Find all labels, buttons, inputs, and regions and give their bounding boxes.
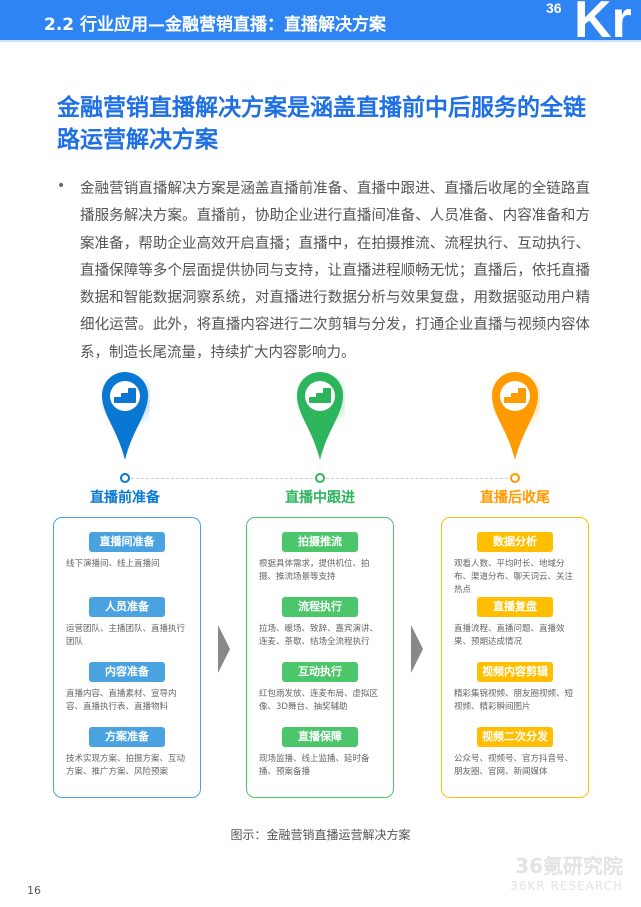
- item-description: 拉场、暖场、致辞、嘉宾演讲、连麦、茶歇、结场全流程执行: [259, 624, 379, 647]
- stage-box: 拍摄推流 根据具体需求，提供机位、拍摄、推流场景等支持 流程执行 拉场、暖场、致…: [246, 517, 394, 798]
- stage-item: 视频二次分发 公众号、视频号、官方抖音号、朋友圈、官网、新闻媒体: [442, 727, 588, 792]
- arrow-right-icon: [411, 625, 423, 673]
- item-description: 运营团队、主播团队、直播执行团队: [66, 624, 186, 647]
- stage-box: 直播间准备 线下演播间、线上直播间 人员准备 运营团队、主播团队、直播执行团队 …: [53, 517, 201, 798]
- item-description: 直播内容、直播素材、宣导内容、直播执行表、直播物料: [66, 689, 177, 712]
- page-title: 金融营销直播解决方案是涵盖直播前中后服务的全链路运营解决方案: [57, 95, 586, 153]
- item-description: 观看人数、平均时长、地域分布、渠道分布、聊天词云、关注热点: [454, 559, 574, 595]
- arrow-right-icon: [218, 625, 230, 673]
- body-paragraph: 金融营销直播解决方案是涵盖直播前准备、直播中跟进、直播后收尾的全链路直播服务解决…: [80, 181, 590, 361]
- stage-item: 流程执行 拉场、暖场、致辞、嘉宾演讲、连麦、茶歇、结场全流程执行: [247, 597, 393, 662]
- item-tag: 视频内容剪辑: [477, 662, 553, 682]
- stage-item: 内容准备 直播内容、直播素材、宣导内容、直播执行表、直播物料: [54, 662, 200, 727]
- watermark: 36氪研究院 36KR RESEARCH: [510, 854, 623, 893]
- item-tag: 互动执行: [282, 662, 358, 682]
- item-description: 根据具体需求，提供机位、拍摄、推流场景等支持: [259, 559, 370, 582]
- stage-item: 视频内容剪辑 精彩集锦视频、朋友圈视频、短视频、精彩瞬间图片: [442, 662, 588, 727]
- stage-box: 数据分析 观看人数、平均时长、地域分布、渠道分布、聊天词云、关注热点 直播复盘 …: [441, 517, 589, 798]
- stage-item: 互动执行 红包雨发放、连麦布局、虚拟区像、3D舞台、抽奖辅助: [247, 662, 393, 727]
- item-description: 线下演播间、线上直播间: [66, 559, 160, 569]
- timeline-dot: [315, 473, 325, 483]
- figure-caption: 图示：金融营销直播运营解决方案: [230, 828, 411, 842]
- stage-title: 直播后收尾: [480, 490, 550, 506]
- stage-title: 直播前准备: [90, 490, 160, 506]
- item-description: 直播流程、直播问题、直播效果、预期达成情况: [454, 624, 565, 647]
- item-description: 精彩集锦视频、朋友圈视频、短视频、精彩瞬间图片: [454, 689, 574, 712]
- item-tag: 数据分析: [477, 532, 553, 552]
- stage-item: 直播间准备 线下演播间、线上直播间: [54, 532, 200, 597]
- item-description: 公众号、视频号、官方抖音号、朋友圈、官网、新闻媒体: [454, 754, 574, 777]
- timeline-dot: [120, 473, 130, 483]
- item-tag: 直播保障: [282, 727, 358, 747]
- stage-item: 直播复盘 直播流程、直播问题、直播效果、预期达成情况: [442, 597, 588, 662]
- timeline-connector: [131, 478, 313, 479]
- item-tag: 流程执行: [282, 597, 358, 617]
- page-number: 16: [27, 884, 41, 897]
- stage-item: 数据分析 观看人数、平均时长、地域分布、渠道分布、聊天词云、关注热点: [442, 532, 588, 597]
- item-tag: 直播复盘: [477, 597, 553, 617]
- location-pin-coins-icon: [490, 370, 542, 462]
- timeline-connector: [326, 478, 508, 479]
- location-pin-coins-icon: [100, 370, 152, 462]
- section-title: 2.2 行业应用—金融营销直播：直播解决方案: [44, 15, 387, 35]
- timeline-dot: [510, 473, 520, 483]
- item-description: 红包雨发放、连麦布局、虚拟区像、3D舞台、抽奖辅助: [259, 689, 379, 712]
- item-tag: 人员准备: [89, 597, 165, 617]
- stage-item: 人员准备 运营团队、主播团队、直播执行团队: [54, 597, 200, 662]
- stage-title: 直播中跟进: [285, 490, 355, 506]
- stage-item: 直播保障 现场监播、线上监播、延时备播、预案备播: [247, 727, 393, 792]
- item-tag: 视频二次分发: [477, 727, 553, 747]
- item-tag: 内容准备: [89, 662, 165, 682]
- item-tag: 直播间准备: [89, 532, 165, 552]
- bullet-icon: •: [57, 178, 66, 194]
- item-tag: 方案准备: [89, 727, 165, 747]
- item-description: 技术实现方案、拍摄方案、互动方案、推广方案、风险预案: [66, 754, 186, 777]
- location-pin-coins-icon: [295, 370, 347, 462]
- item-description: 现场监播、线上监播、延时备播、预案备播: [259, 754, 370, 777]
- item-tag: 拍摄推流: [282, 532, 358, 552]
- stage-item: 方案准备 技术实现方案、拍摄方案、互动方案、推广方案、风险预案: [54, 727, 200, 792]
- stage-item: 拍摄推流 根据具体需求，提供机位、拍摄、推流场景等支持: [247, 532, 393, 597]
